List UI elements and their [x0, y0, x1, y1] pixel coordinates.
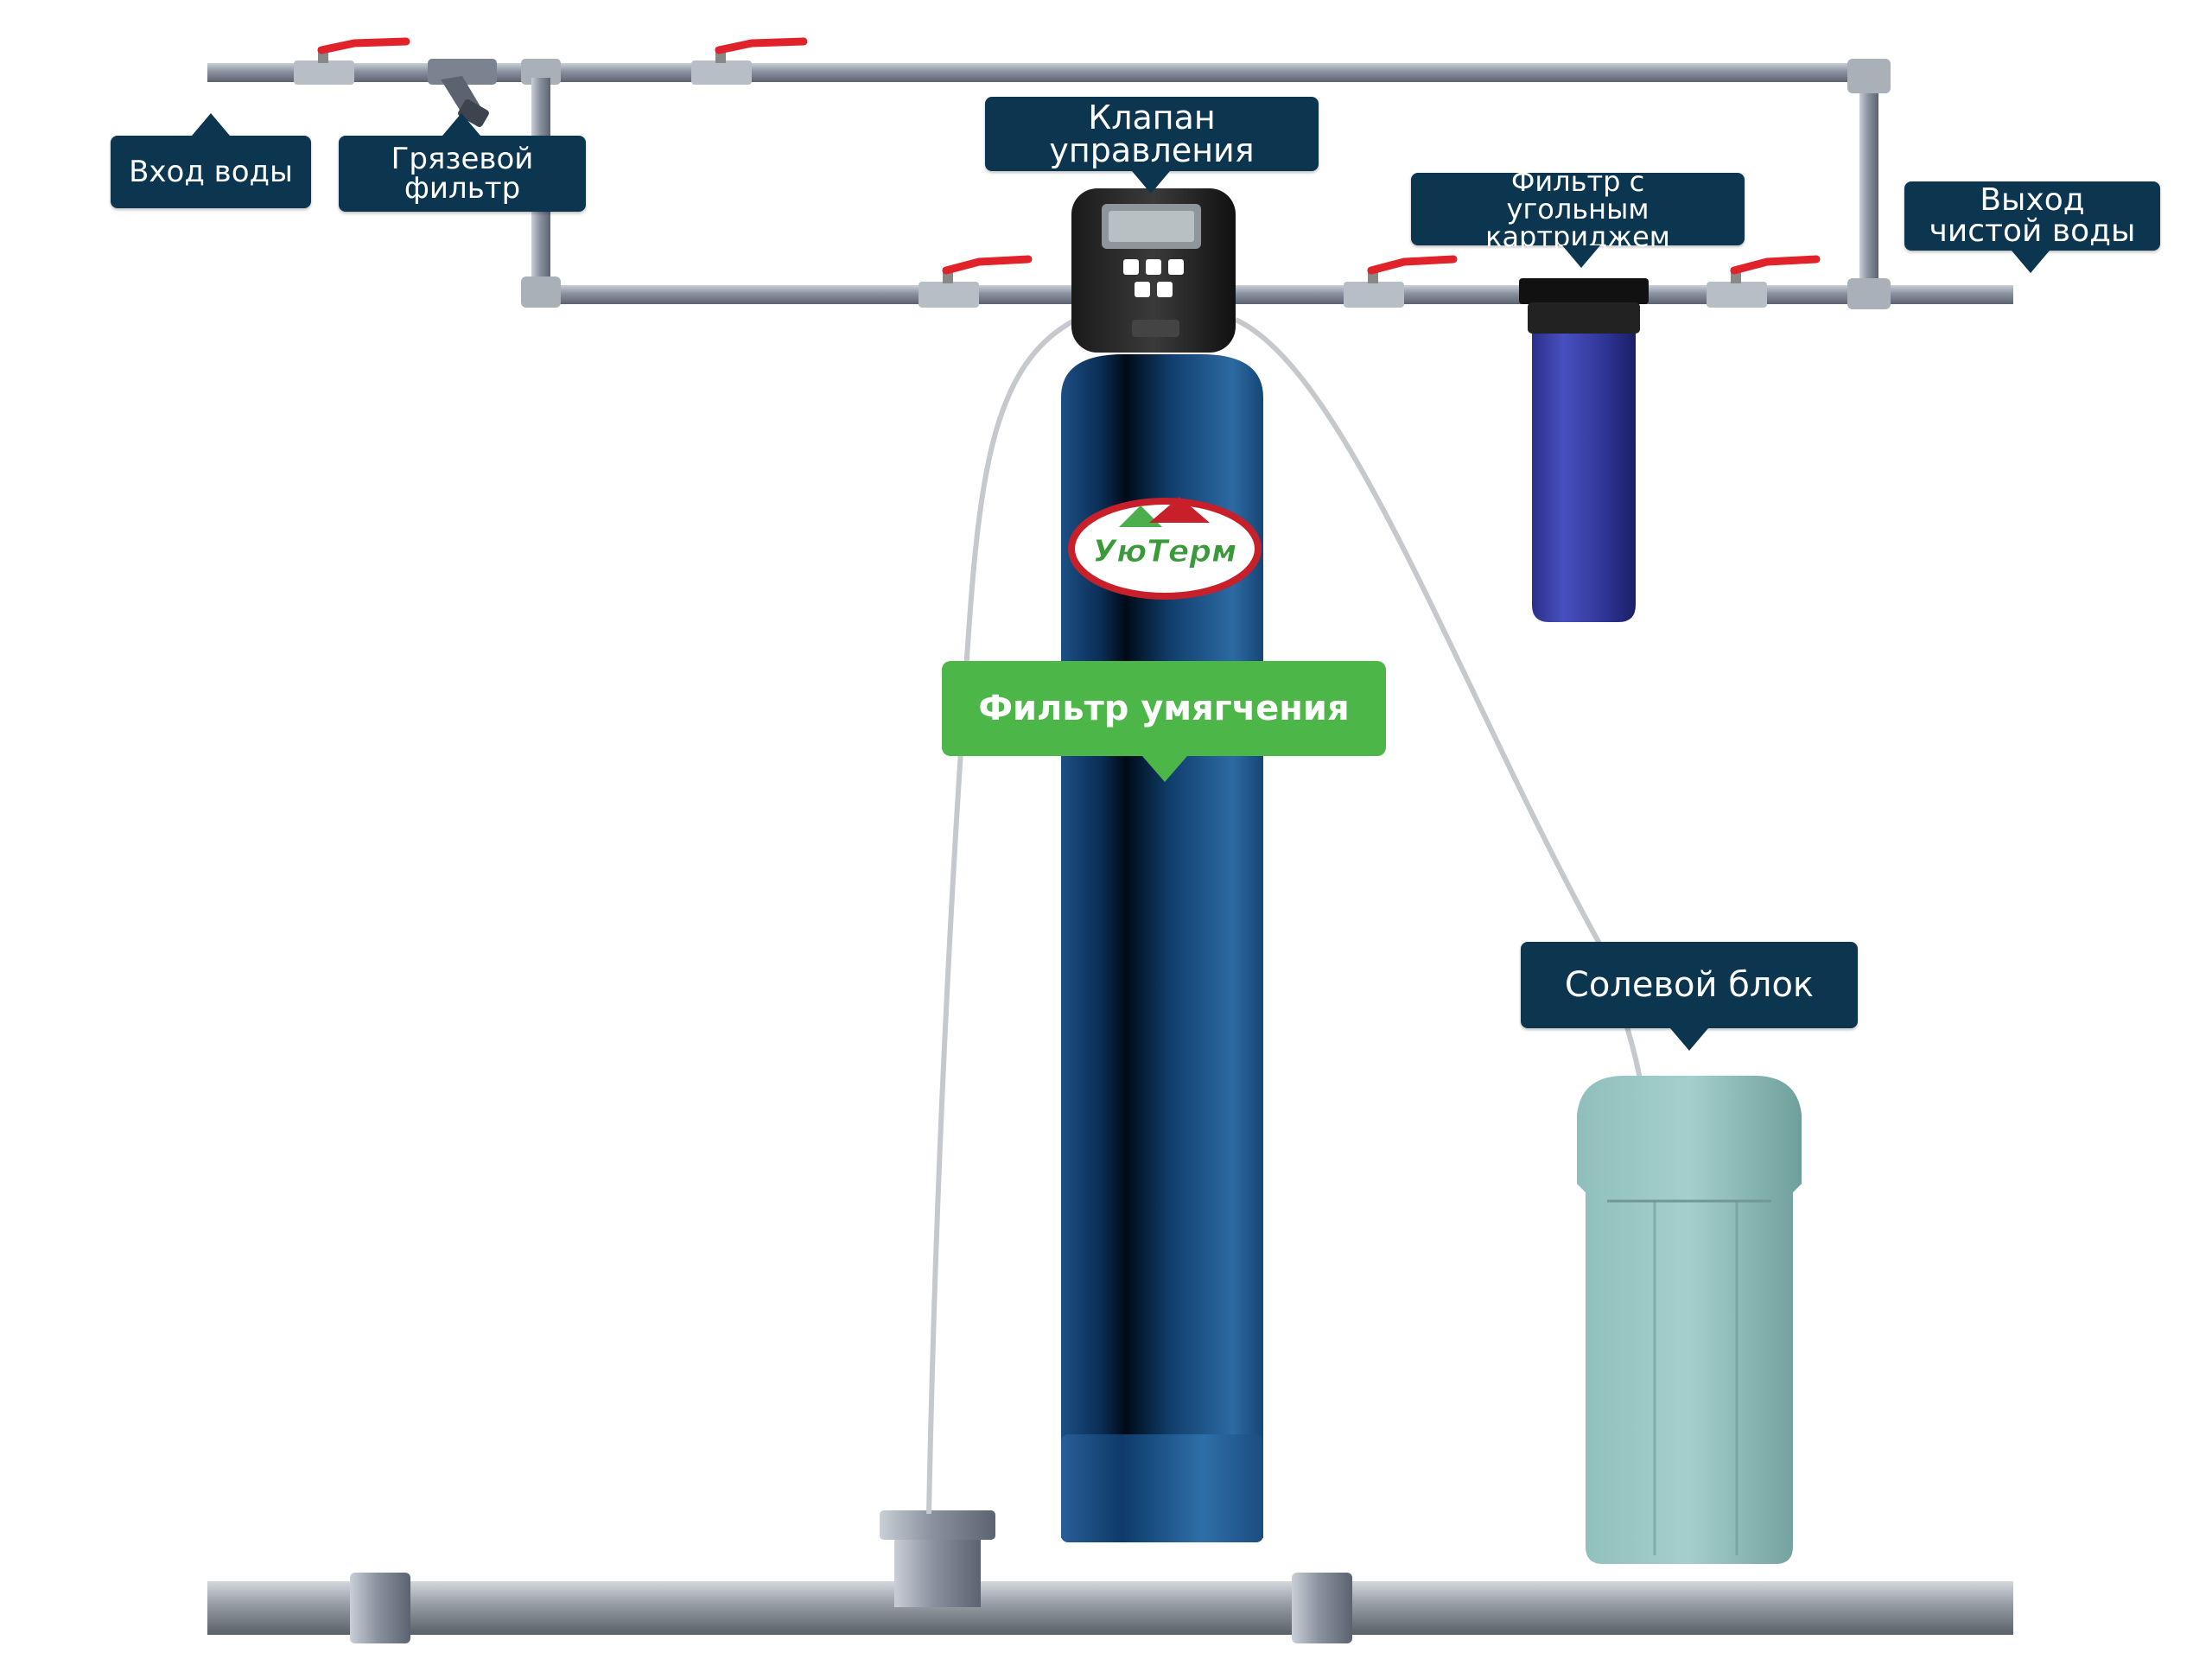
valve-main-3: [1707, 255, 1821, 308]
label-mud-filter-text: Грязевой фильтр: [391, 142, 534, 206]
drain-hose: [926, 317, 1077, 1515]
label-control-valve-text: Клапан управления: [1049, 99, 1255, 169]
pointer-carbon-filter: [1562, 245, 1600, 268]
control-valve-device: [1071, 188, 1236, 353]
label-carbon-filter-line1: Фильтр с: [1510, 165, 1645, 198]
valve-main-1: [918, 255, 1033, 308]
brine-tank-device: [1577, 1076, 1802, 1564]
carbon-filter-device: [1519, 278, 1649, 622]
label-clean-water-line2: чистой воды: [1929, 213, 2136, 249]
label-brine-tank: Солевой блок: [1521, 942, 1858, 1028]
label-water-inlet: Вход воды: [111, 136, 311, 208]
label-clean-water-line1: Выход: [1980, 182, 2085, 218]
pointer-mud-filter: [442, 113, 480, 136]
label-carbon-filter: Фильтр с угольным картриджем: [1411, 168, 1745, 251]
brand-logo: УюТерм: [1068, 497, 1262, 600]
label-softener-text: Фильтр умягчения: [978, 689, 1350, 728]
bypass-pipe: [207, 59, 1891, 296]
pointer-control-valve: [1132, 171, 1170, 194]
pointer-brine-tank: [1670, 1028, 1708, 1051]
pointer-water-inlet: [192, 113, 230, 136]
main-pipe: [521, 276, 2013, 309]
valve-top-2: [691, 37, 808, 85]
brand-logo-text: УюТерм: [1093, 534, 1237, 569]
softener-tank: [1061, 354, 1263, 1542]
label-softener: Фильтр умягчения: [942, 661, 1386, 756]
valve-main-2: [1344, 255, 1458, 308]
pointer-softener: [1142, 756, 1187, 782]
pointer-clean-water-outlet: [2012, 251, 2050, 273]
drain-pipe: [207, 1510, 2013, 1643]
label-water-inlet-text: Вход воды: [129, 155, 293, 189]
label-mud-filter: Грязевой фильтр: [339, 136, 586, 212]
label-clean-water-outlet: Выход чистой воды: [1904, 181, 2160, 251]
label-control-valve: Клапан управления: [985, 97, 1319, 171]
label-carbon-filter-line2: угольным картриджем: [1485, 193, 1670, 253]
label-brine-tank-text: Солевой блок: [1564, 965, 1815, 1005]
valve-top-1: [294, 37, 410, 85]
